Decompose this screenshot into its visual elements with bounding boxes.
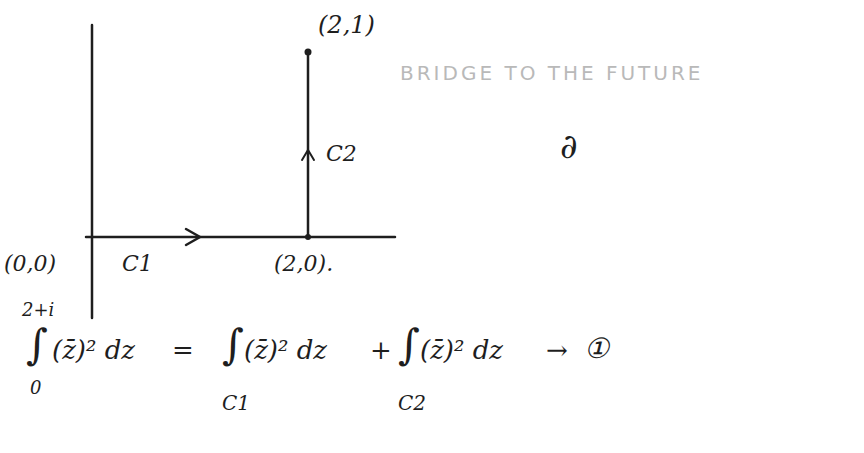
integrand: (z̄)² dz (420, 336, 503, 365)
watermark: BRIDGE TO THE FUTURE (400, 62, 704, 84)
real-axis (86, 236, 395, 239)
plus-sign: + (370, 336, 392, 365)
integral-sign: ∫ (26, 322, 48, 368)
imaginary-axis (91, 25, 94, 318)
arrow-symbol: → (546, 336, 568, 365)
integral-sign: ∫ (398, 322, 420, 368)
integrand: (z̄)² dz (52, 336, 135, 365)
end-point (305, 49, 312, 56)
integral-sign: ∫ (222, 322, 244, 368)
path-subscript: C1 (222, 392, 250, 414)
integrand: (z̄)² dz (244, 336, 327, 365)
corner-point (305, 234, 311, 240)
point-label: (0,0) (4, 252, 56, 276)
path-name: C2 (326, 142, 357, 166)
equals-sign: = (172, 336, 194, 365)
c2-arrow (302, 150, 314, 160)
point-label: (2,0). (274, 252, 333, 276)
point-label: (2,1) (318, 12, 375, 38)
path-c2 (307, 52, 310, 237)
upper-limit: 2+i (22, 300, 54, 320)
equation-number: ① (584, 334, 609, 365)
path-subscript: C2 (398, 392, 426, 414)
lower-limit: 0 (30, 378, 41, 398)
c1-arrow (186, 229, 200, 245)
path-name: C1 (122, 252, 153, 276)
margin-mark: ∂ (560, 128, 578, 165)
